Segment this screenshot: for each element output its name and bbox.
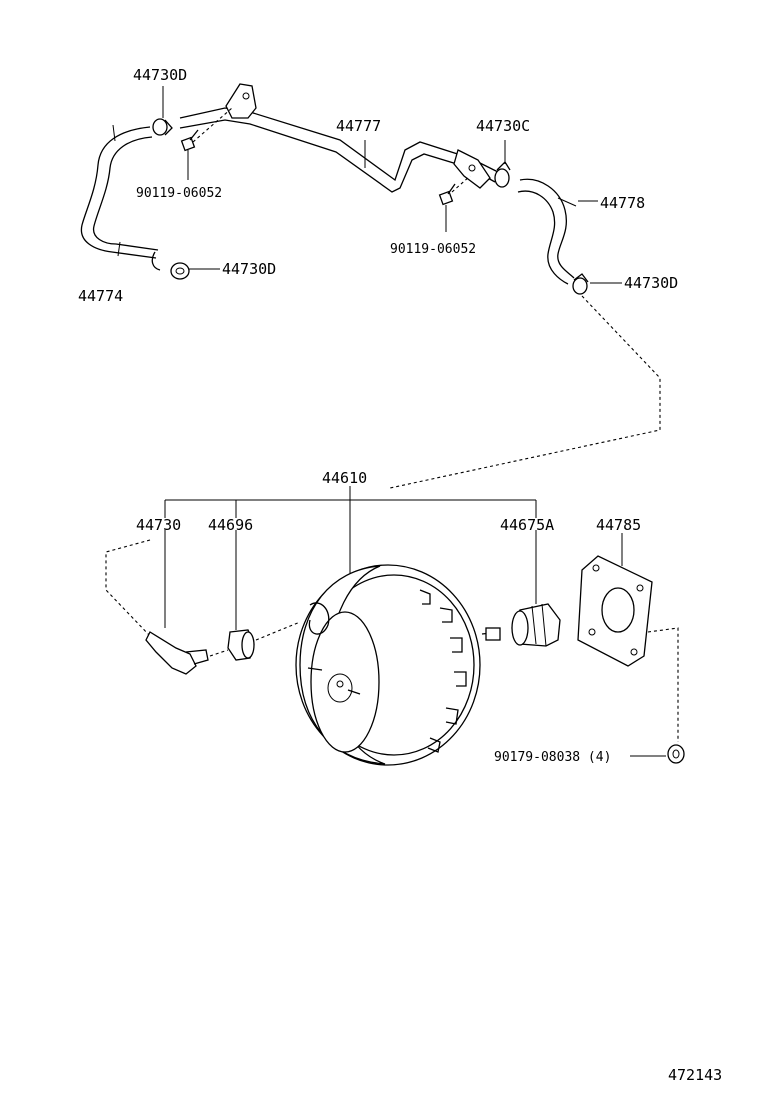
hose-44778 [517, 178, 598, 285]
brake-booster-44610 [295, 564, 501, 766]
label-44696: 44696 [208, 516, 253, 534]
gasket-44785 [577, 533, 679, 742]
pipe-bracket-mid [453, 149, 491, 189]
label-44730d-left: 44730D [222, 260, 276, 278]
hose-44774 [80, 124, 159, 259]
label-44774: 44774 [78, 287, 123, 305]
leader-44610-group [164, 486, 537, 578]
pipe-bracket-left [225, 83, 257, 119]
bolt-90119-06052-left [180, 107, 233, 180]
clamp-44730d-top [152, 86, 173, 136]
elbow-44730 [105, 530, 209, 675]
clamp-44730c [494, 140, 511, 188]
label-44730d-right: 44730D [624, 274, 678, 292]
label-44785: 44785 [596, 516, 641, 534]
label-44610: 44610 [322, 469, 367, 487]
grommet-44696 [209, 530, 301, 661]
label-90119-06052-mid: 90119-06052 [390, 242, 476, 257]
label-44777: 44777 [336, 117, 381, 135]
figure-number: 472143 [668, 1066, 722, 1084]
clamp-44730d-left [151, 251, 220, 280]
label-44778: 44778 [600, 194, 645, 212]
label-90179-08038: 90179-08038 (4) [494, 750, 611, 765]
label-44730c: 44730C [476, 117, 530, 135]
label-44675a: 44675A [500, 516, 554, 534]
label-90119-06052-left: 90119-06052 [136, 186, 222, 201]
connection-line-upper [389, 295, 661, 489]
label-44730: 44730 [136, 516, 181, 534]
bolt-90119-06052-mid [438, 175, 471, 232]
label-44730d-top: 44730D [133, 66, 187, 84]
nut-90179-08038 [630, 744, 685, 764]
boot-44675a [511, 530, 561, 647]
clamp-44730d-right [572, 273, 622, 295]
